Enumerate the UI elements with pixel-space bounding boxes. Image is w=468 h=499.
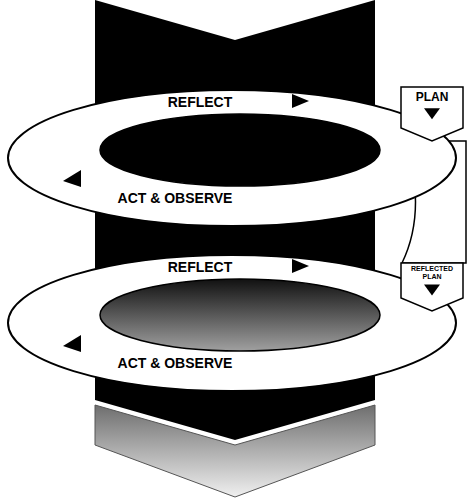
ring-label: REFLECT	[168, 95, 233, 110]
direction-arrow	[292, 259, 309, 273]
plan-label: REFLECTED PLAN	[404, 265, 460, 280]
ring-hole	[100, 114, 380, 186]
plan-box: PLAN	[400, 86, 464, 142]
direction-arrow	[292, 94, 309, 108]
tab-outline	[401, 87, 463, 141]
ring-outline	[8, 90, 456, 226]
ring-label: ACT & OBSERVE	[118, 356, 233, 371]
plan-box: REFLECTED PLAN	[400, 262, 464, 312]
ring-outline	[8, 255, 456, 391]
ring-label: ACT & OBSERVE	[118, 191, 233, 206]
cycle-ring: REFLECT ACT & OBSERVE	[6, 88, 458, 228]
plan-label: PLAN	[416, 91, 449, 104]
direction-arrow	[63, 335, 81, 352]
tab-outline	[401, 263, 463, 311]
direction-arrow	[63, 170, 81, 187]
arrow-tail	[95, 405, 375, 497]
direction-arrow	[424, 284, 440, 295]
ring-label: REFLECT	[168, 260, 233, 275]
direction-arrow	[424, 108, 440, 119]
cycle-ring: REFLECT ACT & OBSERVE	[6, 253, 458, 393]
ring-hole	[100, 279, 380, 351]
